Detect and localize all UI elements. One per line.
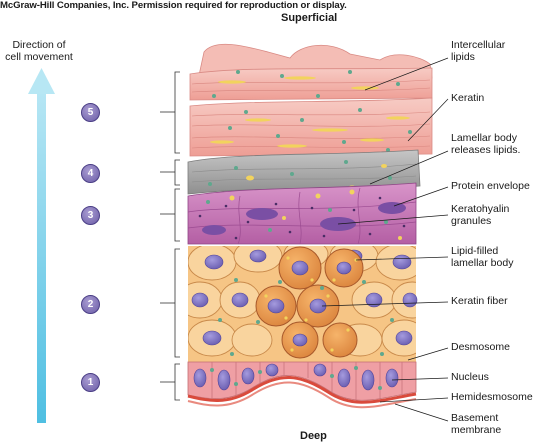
label-keratin: Keratin [451,92,485,104]
label-lamellar-body-releases-lipids: Lamellar body releases lipids. [451,132,521,157]
label-protein-envelope: Protein envelope [451,180,530,192]
label-desmosome: Desmosome [451,341,510,353]
label-keratohyalin-line-2: granules [451,214,492,227]
leader-lines [321,57,449,422]
label-intercellular-lipids: Intercellular lipids [451,39,506,64]
label-basement-line-1: Basement [451,412,499,424]
label-intercellular-lipids-line-1: Intercellular [451,39,506,51]
step-4-marker: 4 [81,164,100,183]
direction-label-line-2: cell movement [5,50,73,63]
label-lipid-filled-line-1: Lipid-filled [451,245,499,257]
label-intercellular-lipids-line-2: lipids [451,50,475,63]
stratum-spinosum [188,246,418,362]
label-lipid-filled-lamellar-body: Lipid-filled lamellar body [451,245,514,270]
label-basement-line-2: membrane [451,423,502,436]
stratum-corneum [189,43,433,157]
stratum-lucidum [187,149,421,195]
direction-of-cell-movement-label: Direction of cell movement [4,39,74,64]
stratum-granulosum [187,182,417,245]
step-2-marker: 2 [81,295,100,314]
label-basement-membrane: Basement membrane [451,412,502,437]
label-lamellar-body-line-1: Lamellar body [451,132,517,144]
direction-label-line-1: Direction of [12,39,66,51]
superficial-label: Superficial [281,12,338,24]
stratum-basale [187,361,417,409]
label-keratohyalin-line-1: Keratohyalin [451,203,510,215]
label-keratin-fiber: Keratin fiber [451,295,508,307]
copyright-credit: McGraw-Hill Companies, Inc. Permission r… [0,0,347,11]
label-lamellar-body-line-2: releases lipids. [451,143,521,156]
step-3-marker: 3 [81,206,100,225]
direction-arrow [28,68,55,423]
label-keratohyalin-granules: Keratohyalin granules [451,203,510,228]
deep-label: Deep [300,430,327,442]
layer-brackets [160,71,180,401]
step-1-marker: 1 [81,373,100,392]
label-lipid-filled-line-2: lamellar body [451,256,514,269]
label-nucleus: Nucleus [451,371,489,383]
label-hemidesmosome: Hemidesmosome [451,391,533,403]
step-5-marker: 5 [81,103,100,122]
